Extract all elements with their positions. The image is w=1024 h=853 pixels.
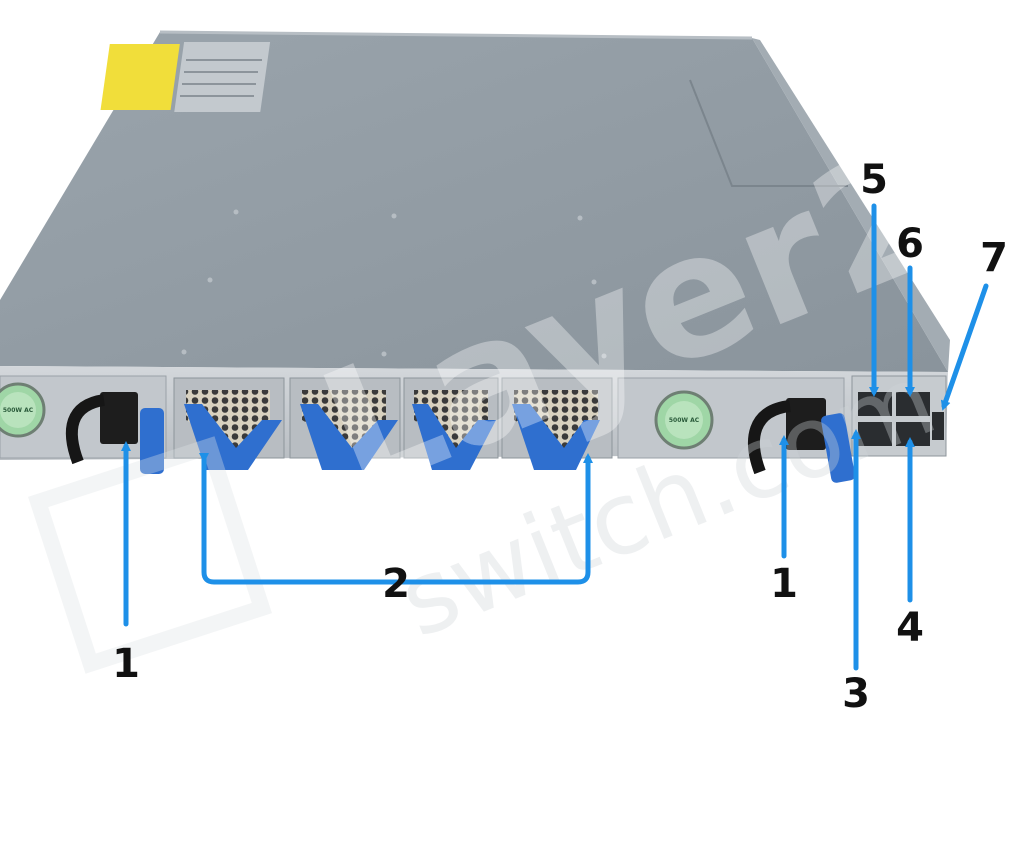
chassis-top — [0, 32, 948, 372]
callout-line-fans — [199, 453, 593, 585]
psu-right-socket — [786, 398, 826, 450]
watermark-logo — [28, 436, 272, 674]
chassis-side-edge — [752, 38, 950, 372]
usb-port — [932, 412, 944, 440]
psu-left-socket — [100, 392, 138, 444]
psu-right-cord — [748, 400, 791, 475]
callout-number-port-5: 5 — [860, 157, 888, 203]
warning-label — [100, 44, 180, 110]
psu-left: 500W AC — [0, 375, 167, 474]
callout-number-port-3: 3 — [842, 671, 870, 717]
callout-lines — [121, 203, 989, 671]
psu-right: 500W AC — [617, 377, 855, 483]
top-screws — [181, 209, 607, 359]
callout-number-port-4: 4 — [896, 605, 924, 651]
psu-left-cord — [65, 394, 106, 465]
callout-number-port-6: 6 — [896, 221, 924, 267]
psu-right-label: 500W AC — [669, 417, 700, 424]
psu-left-label: 500W AC — [3, 407, 34, 414]
callout-number-psu-right: 1 — [770, 561, 798, 607]
psu-left-latch — [140, 408, 164, 474]
product-label — [174, 42, 271, 112]
top-panel-seam — [689, 79, 848, 187]
callout-number-psu-left: 1 — [112, 641, 140, 687]
port-bottom-left — [858, 422, 892, 446]
product-label-lines — [180, 59, 262, 97]
psu-right-latch — [821, 413, 855, 483]
callout-number-fans: 2 — [382, 561, 410, 607]
top-rear-edge — [159, 30, 753, 40]
callout-number-usb: 7 — [980, 235, 1008, 281]
callout-line-usb — [940, 283, 989, 411]
port-block — [851, 375, 947, 457]
